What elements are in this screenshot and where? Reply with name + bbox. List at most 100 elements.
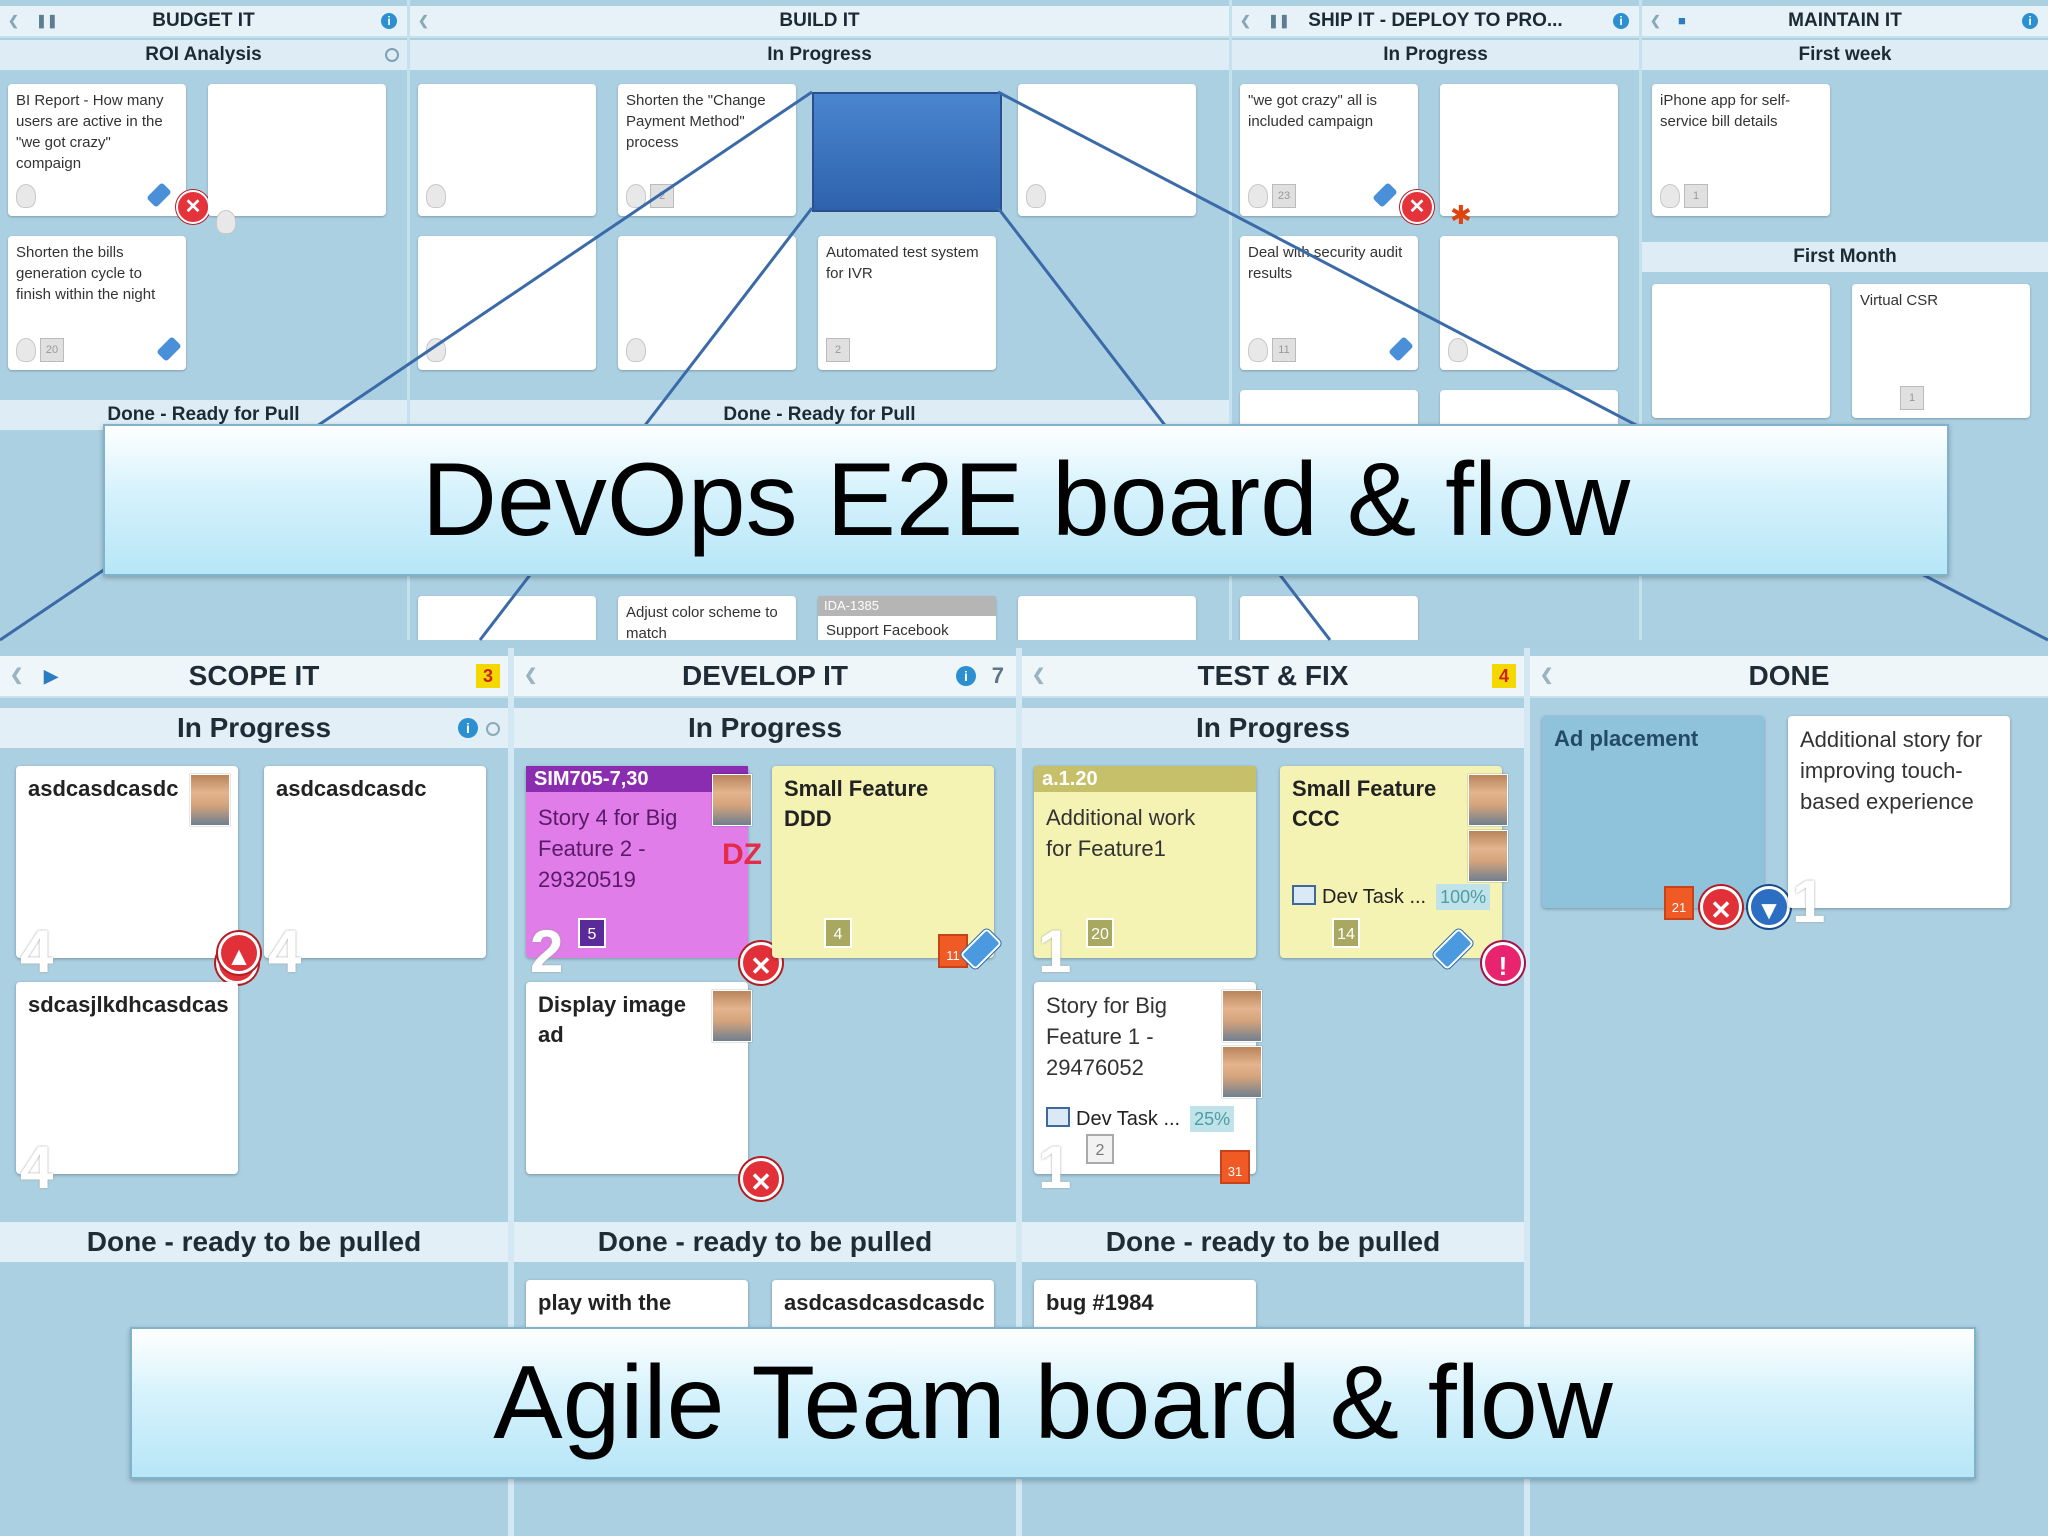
- column-header[interactable]: ❮ TEST & FIX 4: [1022, 656, 1524, 698]
- card[interactable]: Display image ad ✕: [526, 982, 782, 1200]
- card-count: 1: [1684, 184, 1708, 208]
- card[interactable]: Small Feature CCC Dev Task ...100% 14 !: [1280, 766, 1524, 984]
- card[interactable]: Shorten the "Change Payment Method" proc…: [618, 84, 796, 216]
- card-count: 20: [1086, 918, 1114, 948]
- info-icon[interactable]: i: [1613, 13, 1629, 29]
- card[interactable]: [1440, 236, 1618, 370]
- column-header[interactable]: ❮ ❚❚ BUDGET IT i: [0, 6, 407, 38]
- collapse-arrow-icon[interactable]: ❮: [1650, 13, 1661, 28]
- card[interactable]: Deal with security audit results 11: [1240, 236, 1418, 370]
- bulb-icon: [1660, 184, 1680, 208]
- tag-icon[interactable]: [146, 182, 172, 208]
- collapse-arrow-icon[interactable]: ❮: [1540, 667, 1554, 684]
- square-icon: ■: [1678, 13, 1686, 28]
- card-id: a.1.20: [1034, 766, 1256, 792]
- card-title: Display image ad: [538, 992, 686, 1047]
- card[interactable]: IDA-1385 Support Facebook: [818, 596, 996, 640]
- lane-title: In Progress: [1195, 712, 1351, 743]
- blocked-icon[interactable]: ✕: [1700, 886, 1742, 928]
- bulb-icon: [1248, 184, 1268, 208]
- card-id: IDA-1385: [818, 596, 996, 616]
- card[interactable]: Automated test system for IVR 2: [818, 236, 996, 370]
- column-header[interactable]: ❮ ▶ SCOPE IT 3: [0, 656, 508, 698]
- card-text: BI Report - How many users are active in…: [16, 92, 164, 172]
- task-row[interactable]: Dev Task ...25%: [1046, 1106, 1235, 1132]
- info-icon[interactable]: i: [2022, 13, 2038, 29]
- card[interactable]: [418, 596, 596, 640]
- tag-icon[interactable]: [1372, 182, 1398, 208]
- card[interactable]: iPhone app for self-service bill details…: [1652, 84, 1830, 216]
- card[interactable]: [1240, 596, 1418, 640]
- collapse-arrow-icon[interactable]: ❮: [1240, 13, 1251, 28]
- lane-title: Done - ready to be pulled: [597, 1226, 933, 1257]
- card[interactable]: Small Feature DDD 4 11: [772, 766, 1003, 971]
- task-row[interactable]: Dev Task ...100%: [1292, 884, 1491, 910]
- card-text: "we got crazy" all is included campaign: [1248, 92, 1378, 130]
- card[interactable]: asdcasdcasdc 4: [264, 766, 486, 982]
- column-header[interactable]: ❮ BUILD IT: [410, 6, 1229, 38]
- info-icon[interactable]: i: [956, 666, 976, 686]
- card[interactable]: [618, 236, 796, 370]
- priority-up-icon[interactable]: ▲: [218, 932, 260, 974]
- card[interactable]: asdcasdcasdc 4 ✕: [16, 766, 258, 984]
- card[interactable]: ✱: [1440, 84, 1618, 228]
- card[interactable]: Story for Big Feature 1 - 29476052 Dev T…: [1034, 982, 1262, 1198]
- bulb-icon: [16, 184, 36, 208]
- card[interactable]: Shorten the bills generation cycle to fi…: [8, 236, 186, 370]
- lane-header: Done - ready to be pulled: [0, 1222, 508, 1262]
- column-header[interactable]: ❮ DONE: [1530, 656, 2048, 698]
- card-count: 23: [1272, 184, 1296, 208]
- card[interactable]: Ad placement 21 ✕ ▼: [1542, 716, 1790, 928]
- info-icon[interactable]: i: [381, 13, 397, 29]
- card[interactable]: [208, 84, 386, 234]
- collapse-arrow-icon[interactable]: ❮: [1032, 667, 1046, 684]
- card[interactable]: [1018, 84, 1196, 216]
- alert-icon[interactable]: !: [1482, 942, 1524, 984]
- bug-icon[interactable]: ✱: [1450, 200, 1472, 230]
- card[interactable]: "we got crazy" all is included campaign …: [1240, 84, 1434, 224]
- tag-icon[interactable]: [156, 336, 182, 362]
- card-count: 11: [1272, 338, 1296, 362]
- collapse-arrow-icon[interactable]: ❮: [418, 13, 429, 28]
- avatar: [712, 990, 752, 1042]
- play-icon[interactable]: ▶: [44, 666, 58, 686]
- wip-limit-badge: 4: [1492, 664, 1516, 688]
- card-size: 4: [268, 918, 302, 985]
- collapse-arrow-icon[interactable]: ❮: [10, 667, 24, 684]
- card[interactable]: [418, 236, 596, 370]
- tag-icon[interactable]: [1388, 336, 1414, 362]
- card[interactable]: a.1.20 Additional work for Feature1 1 20: [1034, 766, 1256, 982]
- card[interactable]: BI Report - How many users are active in…: [8, 84, 210, 224]
- info-icon[interactable]: i: [458, 718, 478, 738]
- tag-icon[interactable]: [1431, 927, 1475, 971]
- collapse-arrow-icon[interactable]: ❮: [524, 667, 538, 684]
- card-title: Story 4 for Big Feature 2 - 29320519: [538, 805, 678, 892]
- blocked-icon[interactable]: ✕: [176, 190, 210, 224]
- card[interactable]: Virtual CSR 1: [1852, 284, 2030, 418]
- blocked-icon[interactable]: ✕: [1400, 190, 1434, 224]
- priority-down-icon[interactable]: ▼: [1748, 886, 1790, 928]
- card[interactable]: [1018, 596, 1196, 640]
- column-header[interactable]: ❮ ■ MAINTAIN IT i: [1642, 6, 2048, 38]
- card-title: asdcasdcasdc: [28, 776, 179, 801]
- avatar: [1222, 990, 1262, 1042]
- lane-title: First week: [1798, 44, 1892, 65]
- blocked-icon[interactable]: ✕: [740, 1158, 782, 1200]
- card[interactable]: Additional story for improving touch-bas…: [1788, 716, 2010, 932]
- card-size: 1: [1792, 868, 1826, 935]
- card-count: 2: [650, 184, 674, 208]
- card[interactable]: SIM705-7,30 Story 4 for Big Feature 2 - …: [526, 766, 782, 984]
- calendar-icon[interactable]: 21: [1664, 886, 1694, 920]
- column-header[interactable]: ❮ DEVELOP IT i 7: [514, 656, 1016, 698]
- card-count: 2: [826, 338, 850, 362]
- card[interactable]: [1652, 284, 1830, 418]
- collapse-arrow-icon[interactable]: ❮: [8, 13, 19, 28]
- column-header[interactable]: ❮ ❚❚ SHIP IT - DEPLOY TO PRO... i: [1232, 6, 1639, 38]
- card[interactable]: Adjust color scheme to match: [618, 596, 796, 640]
- lane-title: In Progress: [687, 712, 843, 743]
- calendar-icon[interactable]: 31: [1220, 1150, 1250, 1184]
- card[interactable]: [418, 84, 596, 216]
- lane-header: In Progress: [1022, 708, 1524, 748]
- column-title: DEVELOP IT: [682, 660, 848, 691]
- card[interactable]: sdcasjlkdhcasdcas 4: [16, 982, 238, 1198]
